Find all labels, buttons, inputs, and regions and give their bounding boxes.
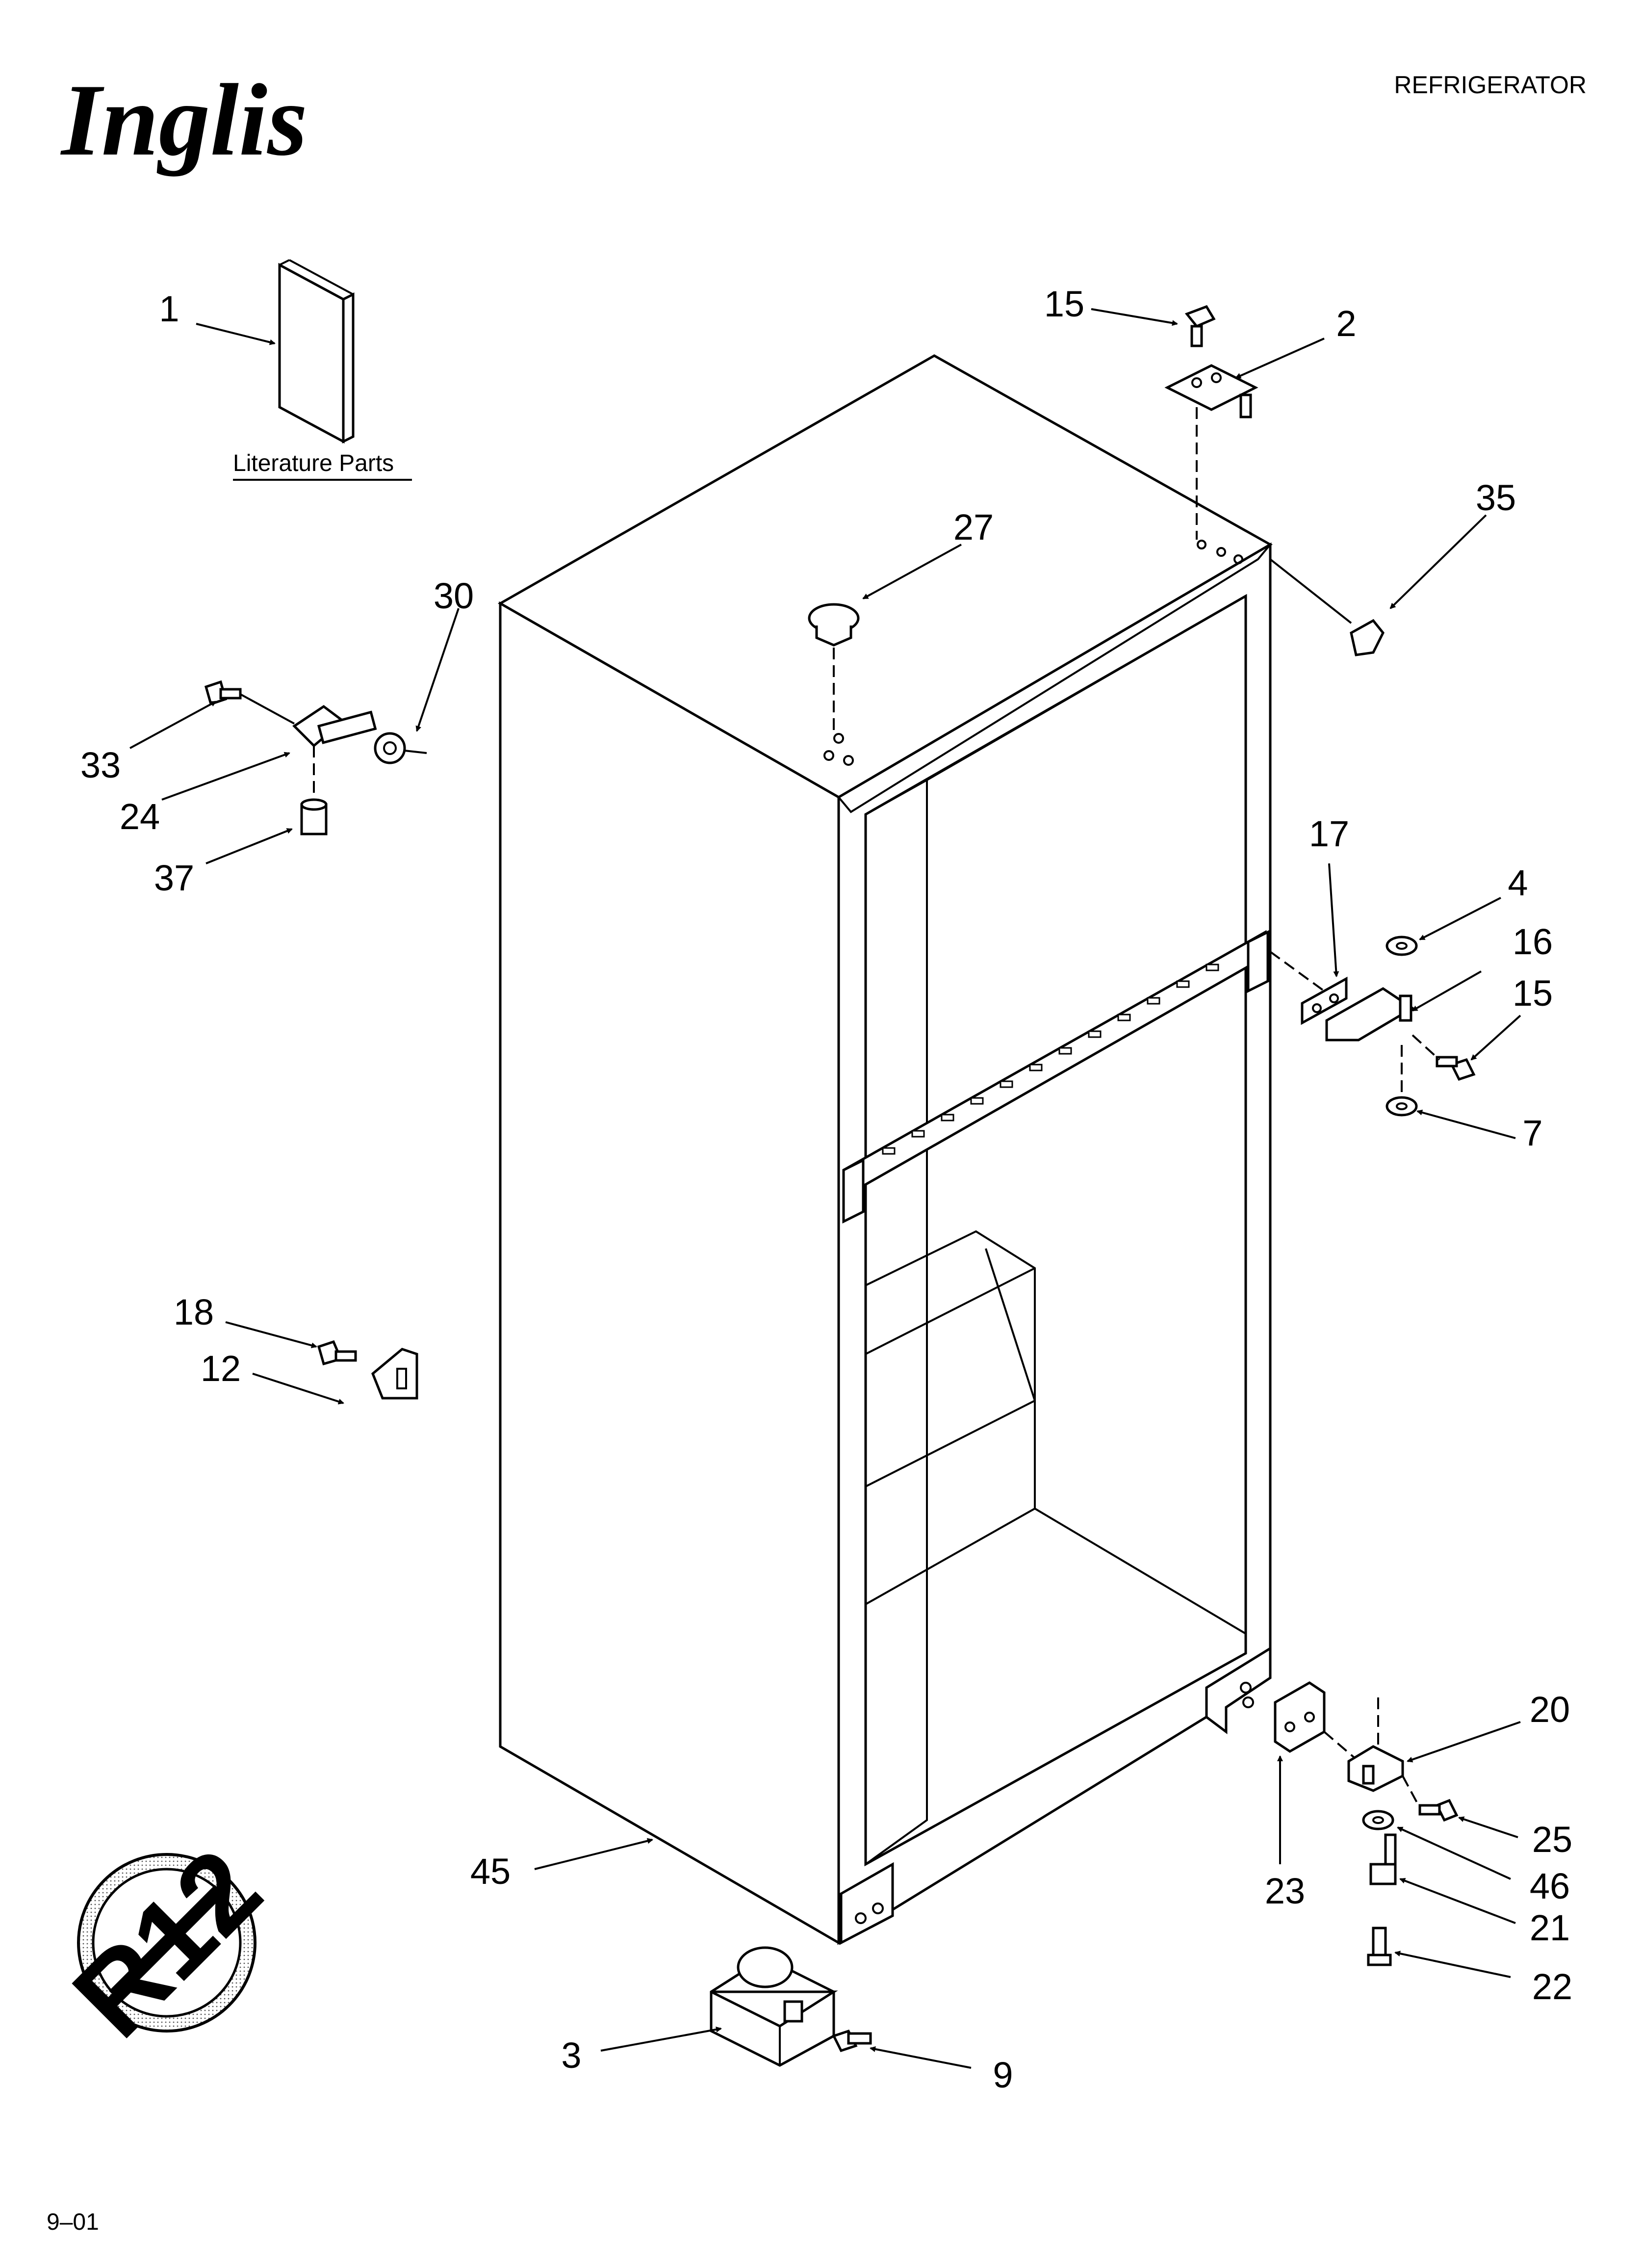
- callout-46: 46: [1530, 1866, 1570, 1906]
- top-hinge-screw: [1184, 305, 1216, 347]
- callout-15-top: 15: [1044, 284, 1084, 324]
- callout-24: 24: [120, 796, 160, 837]
- callout-18: 18: [174, 1292, 214, 1332]
- callout-9: 9: [993, 2055, 1013, 2095]
- callout-leaders: [129, 308, 1521, 2069]
- refrigerator-cabinet: [497, 354, 1273, 1945]
- callout-20: 20: [1530, 1689, 1570, 1730]
- callout-27: 27: [953, 507, 994, 547]
- callout-15-middle: 15: [1513, 973, 1553, 1014]
- no-r12-badge: R12: [49, 1825, 284, 2060]
- top-hinge-part: [1164, 364, 1258, 540]
- callout-22: 22: [1532, 1966, 1572, 2007]
- callout-30: 30: [434, 575, 474, 616]
- brand-logo: Inglis: [60, 63, 308, 177]
- top-hole-plug: [808, 603, 860, 731]
- callout-12: 12: [201, 1348, 241, 1389]
- callout-37: 37: [154, 858, 194, 898]
- callout-1: 1: [159, 288, 179, 329]
- literature-booklet-icon: [278, 259, 355, 444]
- callout-16: 16: [1513, 921, 1553, 962]
- callout-23: 23: [1265, 1871, 1305, 1911]
- callout-35: 35: [1476, 477, 1516, 518]
- callout-33: 33: [80, 745, 121, 785]
- callout-17: 17: [1309, 813, 1349, 854]
- callout-7: 7: [1522, 1113, 1542, 1153]
- left-bracket-and-screw: [317, 1340, 418, 1400]
- footer-date-code: 9–01: [47, 2209, 99, 2235]
- callout-2: 2: [1336, 303, 1356, 344]
- callout-3: 3: [561, 2035, 581, 2076]
- callout-25: 25: [1532, 1819, 1572, 1860]
- appliance-category: REFRIGERATOR: [1394, 71, 1587, 99]
- hinge-cover-part: [1269, 558, 1385, 656]
- roller-leveling-assembly: [710, 1946, 872, 2067]
- callout-21: 21: [1530, 1907, 1570, 1948]
- left-hinge-pin-assembly: [204, 680, 427, 835]
- literature-parts-label: Literature Parts: [233, 450, 394, 476]
- bottom-hinge-assembly: [1274, 1681, 1459, 1966]
- cabinet-divider-rail: [842, 930, 1269, 1224]
- callout-4: 4: [1508, 862, 1528, 903]
- callout-numbers: 1 15 2 27 35 30 33 24 37 17 4 16 15 7 18…: [80, 284, 1572, 2095]
- callout-45: 45: [470, 1851, 511, 1892]
- middle-hinge-assembly: [1269, 936, 1476, 1117]
